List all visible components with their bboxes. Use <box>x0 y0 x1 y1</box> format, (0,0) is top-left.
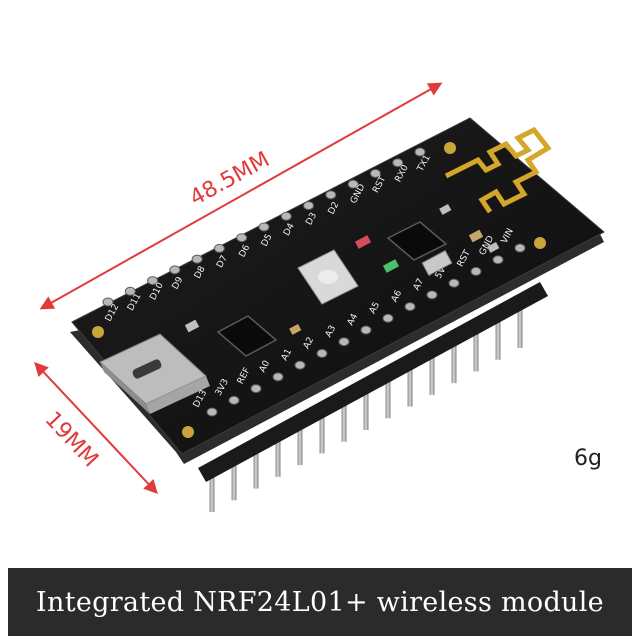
pin-label: A5 <box>368 301 382 316</box>
width-dimension-label: 19MM <box>40 407 103 472</box>
pin-hole <box>280 211 292 221</box>
header-pin <box>253 444 259 489</box>
header-pin <box>407 362 413 407</box>
pin-hole <box>470 266 482 276</box>
pin-hole <box>213 243 225 253</box>
pin-hole <box>382 313 394 323</box>
length-dimension-arrow <box>39 82 443 310</box>
pin-hole <box>303 201 315 211</box>
header-pin <box>385 374 391 419</box>
pin-hole <box>316 348 328 358</box>
header-pin <box>297 421 303 466</box>
header-pin <box>517 304 523 348</box>
pin-hole <box>414 147 426 157</box>
pin-hole <box>514 243 526 253</box>
header-pin <box>209 468 215 512</box>
pin-label: A1 <box>280 347 294 362</box>
passive-component <box>487 242 500 253</box>
pin-hole <box>369 168 381 178</box>
pin-hole <box>392 158 404 168</box>
weight-label: 6g <box>574 446 602 471</box>
pin-hole <box>404 302 416 312</box>
header-pin <box>363 386 369 430</box>
mounting-hole <box>444 142 456 154</box>
header-pin <box>231 456 237 501</box>
pin-hole <box>272 372 284 382</box>
pin-holes-top <box>102 147 426 307</box>
led-green <box>382 259 400 273</box>
pin-hole <box>492 255 504 265</box>
pin-label: A7 <box>412 277 426 292</box>
pin-hole <box>325 190 337 200</box>
mounting-hole <box>182 426 194 438</box>
pin-hole <box>258 222 270 232</box>
mounting-hole <box>534 237 546 249</box>
header-pin <box>473 327 479 372</box>
pin-hole <box>426 290 438 300</box>
mounting-hole <box>92 326 104 338</box>
pin-hole <box>347 179 359 189</box>
pin-label: A3 <box>324 324 338 339</box>
pin-holes-bottom <box>206 243 526 417</box>
pin-hole <box>206 407 218 417</box>
passive-component <box>184 319 200 333</box>
pin-hole <box>338 337 350 347</box>
pin-hole <box>102 297 114 307</box>
crystal-oscillator <box>421 250 453 276</box>
pin-hole <box>236 233 248 243</box>
header-pin <box>429 350 435 395</box>
header-pin <box>275 432 281 477</box>
pin-hole <box>124 286 136 296</box>
caption-text: Integrated NRF24L01+ wireless module <box>36 586 604 618</box>
pin-hole <box>147 276 159 286</box>
width-dimension-arrow <box>34 361 158 495</box>
led-red <box>354 235 372 249</box>
pin-hole <box>360 325 372 335</box>
header-pin <box>451 339 457 384</box>
pin-hole <box>250 384 262 394</box>
header-pin <box>495 315 501 360</box>
pin-hole <box>191 254 203 264</box>
reset-button-cap <box>318 270 338 284</box>
caption-bar: Integrated NRF24L01+ wireless module <box>8 568 632 636</box>
passive-component <box>468 229 484 243</box>
microcontroller-chip <box>216 315 278 357</box>
pin-hole <box>169 265 181 275</box>
nrf24l01-chip <box>386 221 448 261</box>
usb-c-connector <box>99 333 210 414</box>
pin-header-strip <box>198 282 548 482</box>
pin-hole <box>228 395 240 405</box>
header-pin <box>341 397 347 442</box>
pcb-antenna <box>444 126 552 214</box>
header-pin <box>319 409 325 454</box>
pin-hole <box>294 360 306 370</box>
pin-label: A2 <box>302 336 316 351</box>
header-pins-bottom <box>209 304 523 512</box>
passive-component <box>439 204 452 215</box>
passive-component <box>289 324 302 335</box>
pin-hole <box>448 278 460 288</box>
